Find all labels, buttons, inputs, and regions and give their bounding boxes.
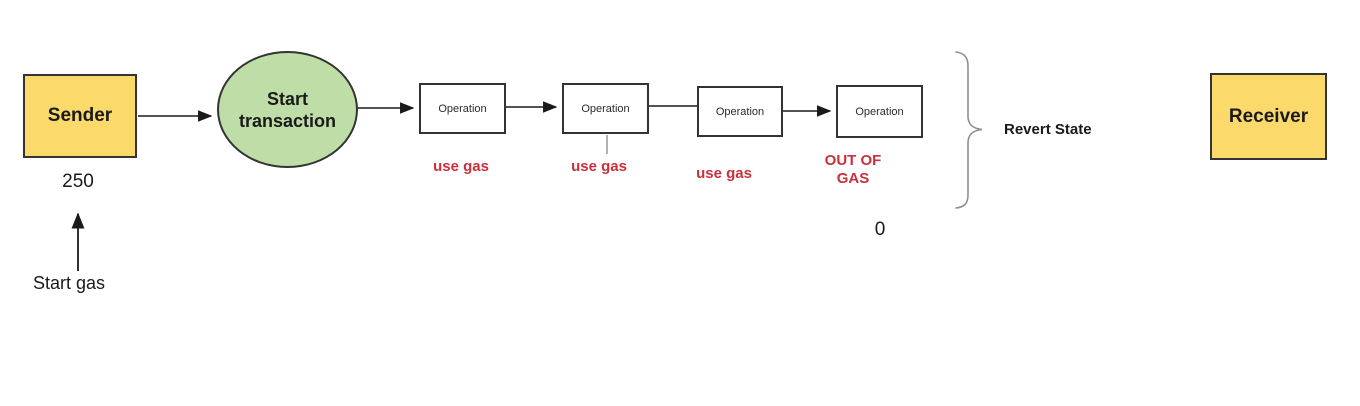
operation-node-4: Operation bbox=[836, 85, 923, 138]
receiver-node: Receiver bbox=[1210, 73, 1327, 160]
start-gas-value: 250 bbox=[62, 171, 94, 192]
revert-state-brace bbox=[955, 51, 983, 209]
use-gas-label-1: use gas bbox=[433, 158, 489, 175]
use-gas-label-2: use gas bbox=[571, 158, 627, 175]
end-gas-value: 0 bbox=[874, 219, 886, 240]
receiver-label: Receiver bbox=[1228, 105, 1309, 127]
operation-3-label: Operation bbox=[715, 105, 765, 118]
operation-4-label: Operation bbox=[855, 105, 904, 118]
revert-state-label: Revert State bbox=[1004, 121, 1092, 138]
start-gas-label: Start gas bbox=[33, 273, 106, 293]
operation-2-label: Operation bbox=[581, 102, 630, 115]
sender-node: Sender bbox=[23, 74, 137, 158]
sender-label: Sender bbox=[47, 105, 113, 126]
operation-node-1: Operation bbox=[419, 83, 506, 134]
start-transaction-node: Start transaction bbox=[217, 51, 358, 168]
operation-node-3: Operation bbox=[697, 86, 783, 137]
start-transaction-label: Start transaction bbox=[238, 88, 337, 131]
operation-1-label: Operation bbox=[438, 102, 487, 115]
out-of-gas-label: OUT OF GAS bbox=[824, 152, 882, 187]
operation-node-2: Operation bbox=[562, 83, 649, 134]
use-gas-label-3: use gas bbox=[696, 165, 752, 182]
